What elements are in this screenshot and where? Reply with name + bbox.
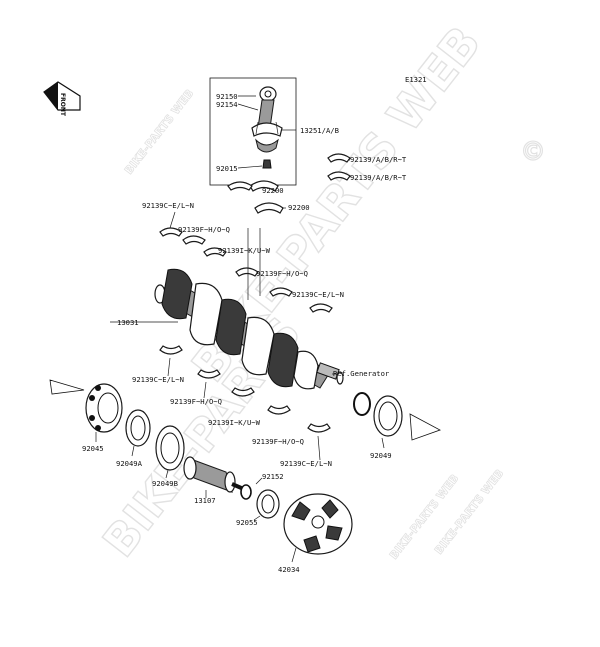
shaft-13107-icon bbox=[183, 456, 247, 493]
main-bearing-shells-upper-icon bbox=[159, 227, 333, 313]
label-92139f-hoq-3: 92139F~H/O~Q bbox=[170, 397, 222, 406]
label-92049b: 92049B bbox=[152, 479, 178, 488]
label-92152: 92152 bbox=[262, 472, 284, 481]
label-92139c-eln-1: 92139C~E/L~N bbox=[142, 201, 194, 210]
label-92200-2: 92200 bbox=[288, 203, 310, 212]
label-92139-abrt-1: 92139/A/B/R~T bbox=[350, 155, 407, 164]
label-92150: 92150 bbox=[216, 92, 238, 101]
o-ring-92152-icon bbox=[240, 484, 252, 500]
label-92049: 92049 bbox=[370, 451, 392, 460]
label-ref-generator: Ref.Generator bbox=[333, 369, 390, 378]
label-92139c-eln-2: 92139C~E/L~N bbox=[292, 290, 344, 299]
label-92139f-hoq-2: 92139F~H/O~Q bbox=[256, 269, 308, 278]
front-arrow-icon: FRONT bbox=[43, 81, 81, 117]
group-bracket-right bbox=[409, 413, 441, 441]
label-92045: 92045 bbox=[82, 444, 104, 453]
seal-92049b-icon bbox=[155, 425, 185, 471]
label-92139c-eln-4: 92139C~E/L~N bbox=[280, 459, 332, 468]
watermark-small-top: BIKE-PARTS WEB bbox=[122, 87, 196, 177]
label-92015: 92015 bbox=[216, 164, 238, 173]
label-42034: 42034 bbox=[278, 565, 300, 574]
label-13031: 13031 bbox=[117, 318, 139, 327]
connecting-rod-icon bbox=[251, 86, 283, 169]
bearing-shell-icon bbox=[227, 153, 351, 214]
seal-92049a-icon bbox=[125, 409, 151, 447]
label-92139i-kuw-2: 92139I~K/U~W bbox=[208, 418, 261, 427]
front-badge-text: FRONT bbox=[59, 93, 66, 117]
oil-seal-icon bbox=[353, 392, 403, 437]
group-bracket-left bbox=[49, 379, 85, 395]
ball-bearing-icon bbox=[85, 383, 123, 433]
label-92049a: 92049A bbox=[116, 459, 143, 468]
crankshaft-icon bbox=[154, 268, 344, 390]
label-92139f-hoq-4: 92139F~H/O~Q bbox=[252, 437, 304, 446]
label-92055: 92055 bbox=[236, 518, 258, 527]
watermark-copyright: © bbox=[520, 137, 546, 167]
label-92139-abrt-2: 92139/A/B/R~T bbox=[350, 173, 407, 182]
label-92139f-hoq-1: 92139F~H/O~Q bbox=[178, 225, 230, 234]
coupling-42034-icon bbox=[283, 493, 353, 555]
diagram-code: E1321 bbox=[405, 75, 427, 84]
label-92139i-kuw-1: 92139I~K/U~W bbox=[218, 246, 271, 255]
label-13107: 13107 bbox=[194, 496, 216, 505]
collar-92055-icon bbox=[256, 489, 280, 519]
label-92200-1: 92200 bbox=[262, 186, 284, 195]
label-92154: 92154 bbox=[216, 100, 238, 109]
watermark-mid-small: BIKE-PARTS WEB bbox=[387, 472, 461, 562]
label-92139c-eln-3: 92139C~E/L~N bbox=[132, 375, 184, 384]
main-bearing-shells-lower-icon bbox=[159, 345, 331, 433]
label-13251: 13251/A/B bbox=[300, 126, 339, 135]
